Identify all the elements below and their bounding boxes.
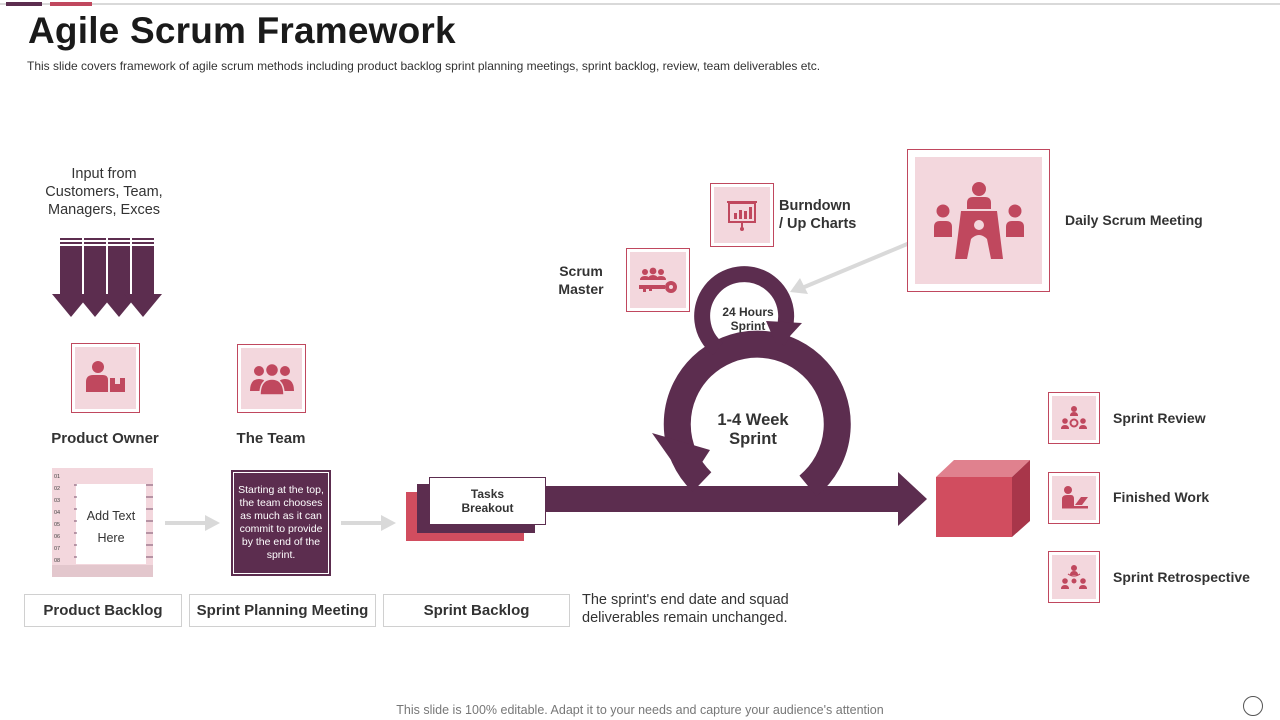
- backlog-row-number: 06: [54, 534, 61, 540]
- sprint-review-label: Sprint Review: [1113, 410, 1206, 426]
- big-loop-path: [663, 330, 851, 497]
- product-owner-icon-bg: [75, 347, 136, 409]
- backlog-row-numbers: 01 02 03 04 05 06 07 08: [54, 471, 76, 567]
- burndown-chart-card: [710, 183, 774, 247]
- small-loop-line-2: Sprint: [730, 319, 766, 333]
- deliverable-cube-icon: [936, 460, 1030, 537]
- burndown-icon-bg: [714, 187, 770, 243]
- footer-note: This slide is 100% editable. Adapt it to…: [396, 703, 884, 717]
- person-laptop-icon: [1062, 486, 1088, 509]
- backlog-row-number: 07: [54, 546, 61, 552]
- finished-work-icon-bg: [1052, 476, 1096, 520]
- team-key-icon: [639, 267, 677, 293]
- backlog-row-number: 03: [54, 498, 61, 504]
- light-arrow-2-icon: [341, 515, 396, 531]
- product-owner-icon: [85, 361, 125, 392]
- scrum-master-line-2: Master: [558, 281, 604, 297]
- scrum-master-line-1: Scrum: [559, 263, 603, 279]
- small-loop-line-1: 24 Hours: [722, 305, 774, 319]
- backlog-row-number: 02: [54, 486, 61, 492]
- big-loop-arrowhead: [652, 433, 710, 484]
- down-arrow-4: [124, 238, 162, 317]
- daily-scrum-label: Daily Scrum Meeting: [1065, 212, 1203, 228]
- scrum-master-icon-bg: [630, 252, 686, 308]
- sprint-retrospective-card: [1048, 551, 1100, 603]
- backlog-row-number: 08: [54, 558, 61, 564]
- scrum-master-card: [626, 248, 690, 312]
- unchanged-note: The sprint's end date and squad delivera…: [582, 592, 789, 626]
- backlog-row-number: 01: [54, 474, 61, 480]
- input-description: Input from Customers, Team, Managers, Ex…: [28, 165, 180, 219]
- big-loop-line-2: Sprint: [729, 430, 777, 448]
- product-owner-card: [71, 343, 140, 413]
- input-arrows-icon: [52, 238, 162, 317]
- backlog-row-number: 05: [54, 522, 61, 528]
- burndown-label: Burndown / Up Charts: [779, 197, 889, 233]
- daily-scrum-icon-bg: [915, 157, 1042, 284]
- page-subtitle: This slide covers framework of agile scr…: [27, 59, 821, 73]
- the-team-card: [237, 344, 306, 413]
- the-team-label: The Team: [236, 430, 306, 447]
- add-text-line-2: Here: [97, 531, 125, 545]
- daily-scrum-connector-icon: [790, 240, 913, 294]
- team-icon: [249, 362, 294, 396]
- sprint-review-card: [1048, 392, 1100, 444]
- tasks-breakout-card: Tasks Breakout: [429, 477, 546, 525]
- page-title: Agile Scrum Framework: [28, 10, 456, 51]
- sprint-planning-note: Starting at the top, the team chooses as…: [231, 470, 331, 576]
- backlog-placeholder-text[interactable]: Add Text Here: [76, 505, 146, 549]
- main-flow-arrow-head: [898, 472, 927, 526]
- add-text-line-1: Add Text: [86, 509, 136, 523]
- sprint-retrospective-icon-bg: [1052, 555, 1096, 599]
- top-divider: [0, 3, 1280, 5]
- backlog-row-number: 04: [54, 510, 61, 516]
- tasks-line-1: Tasks: [470, 487, 505, 501]
- product-backlog-label: Product Backlog: [24, 594, 182, 627]
- sprint-retrospective-label: Sprint Retrospective: [1113, 569, 1250, 585]
- big-loop-line-1: 1-4 Week: [717, 411, 789, 429]
- corner-circle-icon: [1243, 696, 1263, 716]
- input-line-1: Input from: [71, 166, 137, 182]
- people-cycle-icon: [1061, 565, 1087, 589]
- daily-scrum-card: [907, 149, 1050, 292]
- finished-work-label: Finished Work: [1113, 489, 1210, 505]
- light-arrow-1-icon: [165, 515, 220, 531]
- down-arrow-1: [52, 238, 90, 317]
- tasks-line-2: Breakout: [461, 501, 514, 515]
- sprint-cycle-diagram: [546, 266, 927, 526]
- product-owner-label: Product Owner: [51, 430, 159, 447]
- scrum-master-label: Scrum Master: [548, 262, 614, 298]
- presentation-chart-icon: [727, 201, 757, 231]
- finished-work-card: [1048, 472, 1100, 524]
- input-line-3: Managers, Exces: [47, 202, 161, 218]
- small-loop-path: [694, 266, 795, 356]
- small-loop-label: 24 Hours Sprint: [700, 305, 796, 333]
- main-flow-arrow-shaft: [546, 486, 901, 512]
- burndown-line-2: / Up Charts: [779, 216, 857, 232]
- input-line-2: Customers, Team,: [45, 184, 163, 200]
- sprint-backlog-label: Sprint Backlog: [383, 594, 570, 627]
- burndown-line-1: Burndown: [779, 198, 851, 214]
- top-accent-2: [50, 2, 92, 6]
- people-gear-icon: [1061, 406, 1087, 429]
- sprint-review-icon-bg: [1052, 396, 1096, 440]
- small-loop-arrowhead: [766, 321, 802, 349]
- meeting-table-icon: [933, 181, 1024, 259]
- top-accent-1: [6, 2, 42, 6]
- backlog-sheet: [52, 468, 153, 577]
- down-arrow-3: [100, 238, 138, 317]
- down-arrow-2: [76, 238, 114, 317]
- big-loop-label: 1-4 Week Sprint: [693, 411, 813, 449]
- the-team-icon-bg: [241, 348, 302, 409]
- sprint-planning-label: Sprint Planning Meeting: [189, 594, 376, 627]
